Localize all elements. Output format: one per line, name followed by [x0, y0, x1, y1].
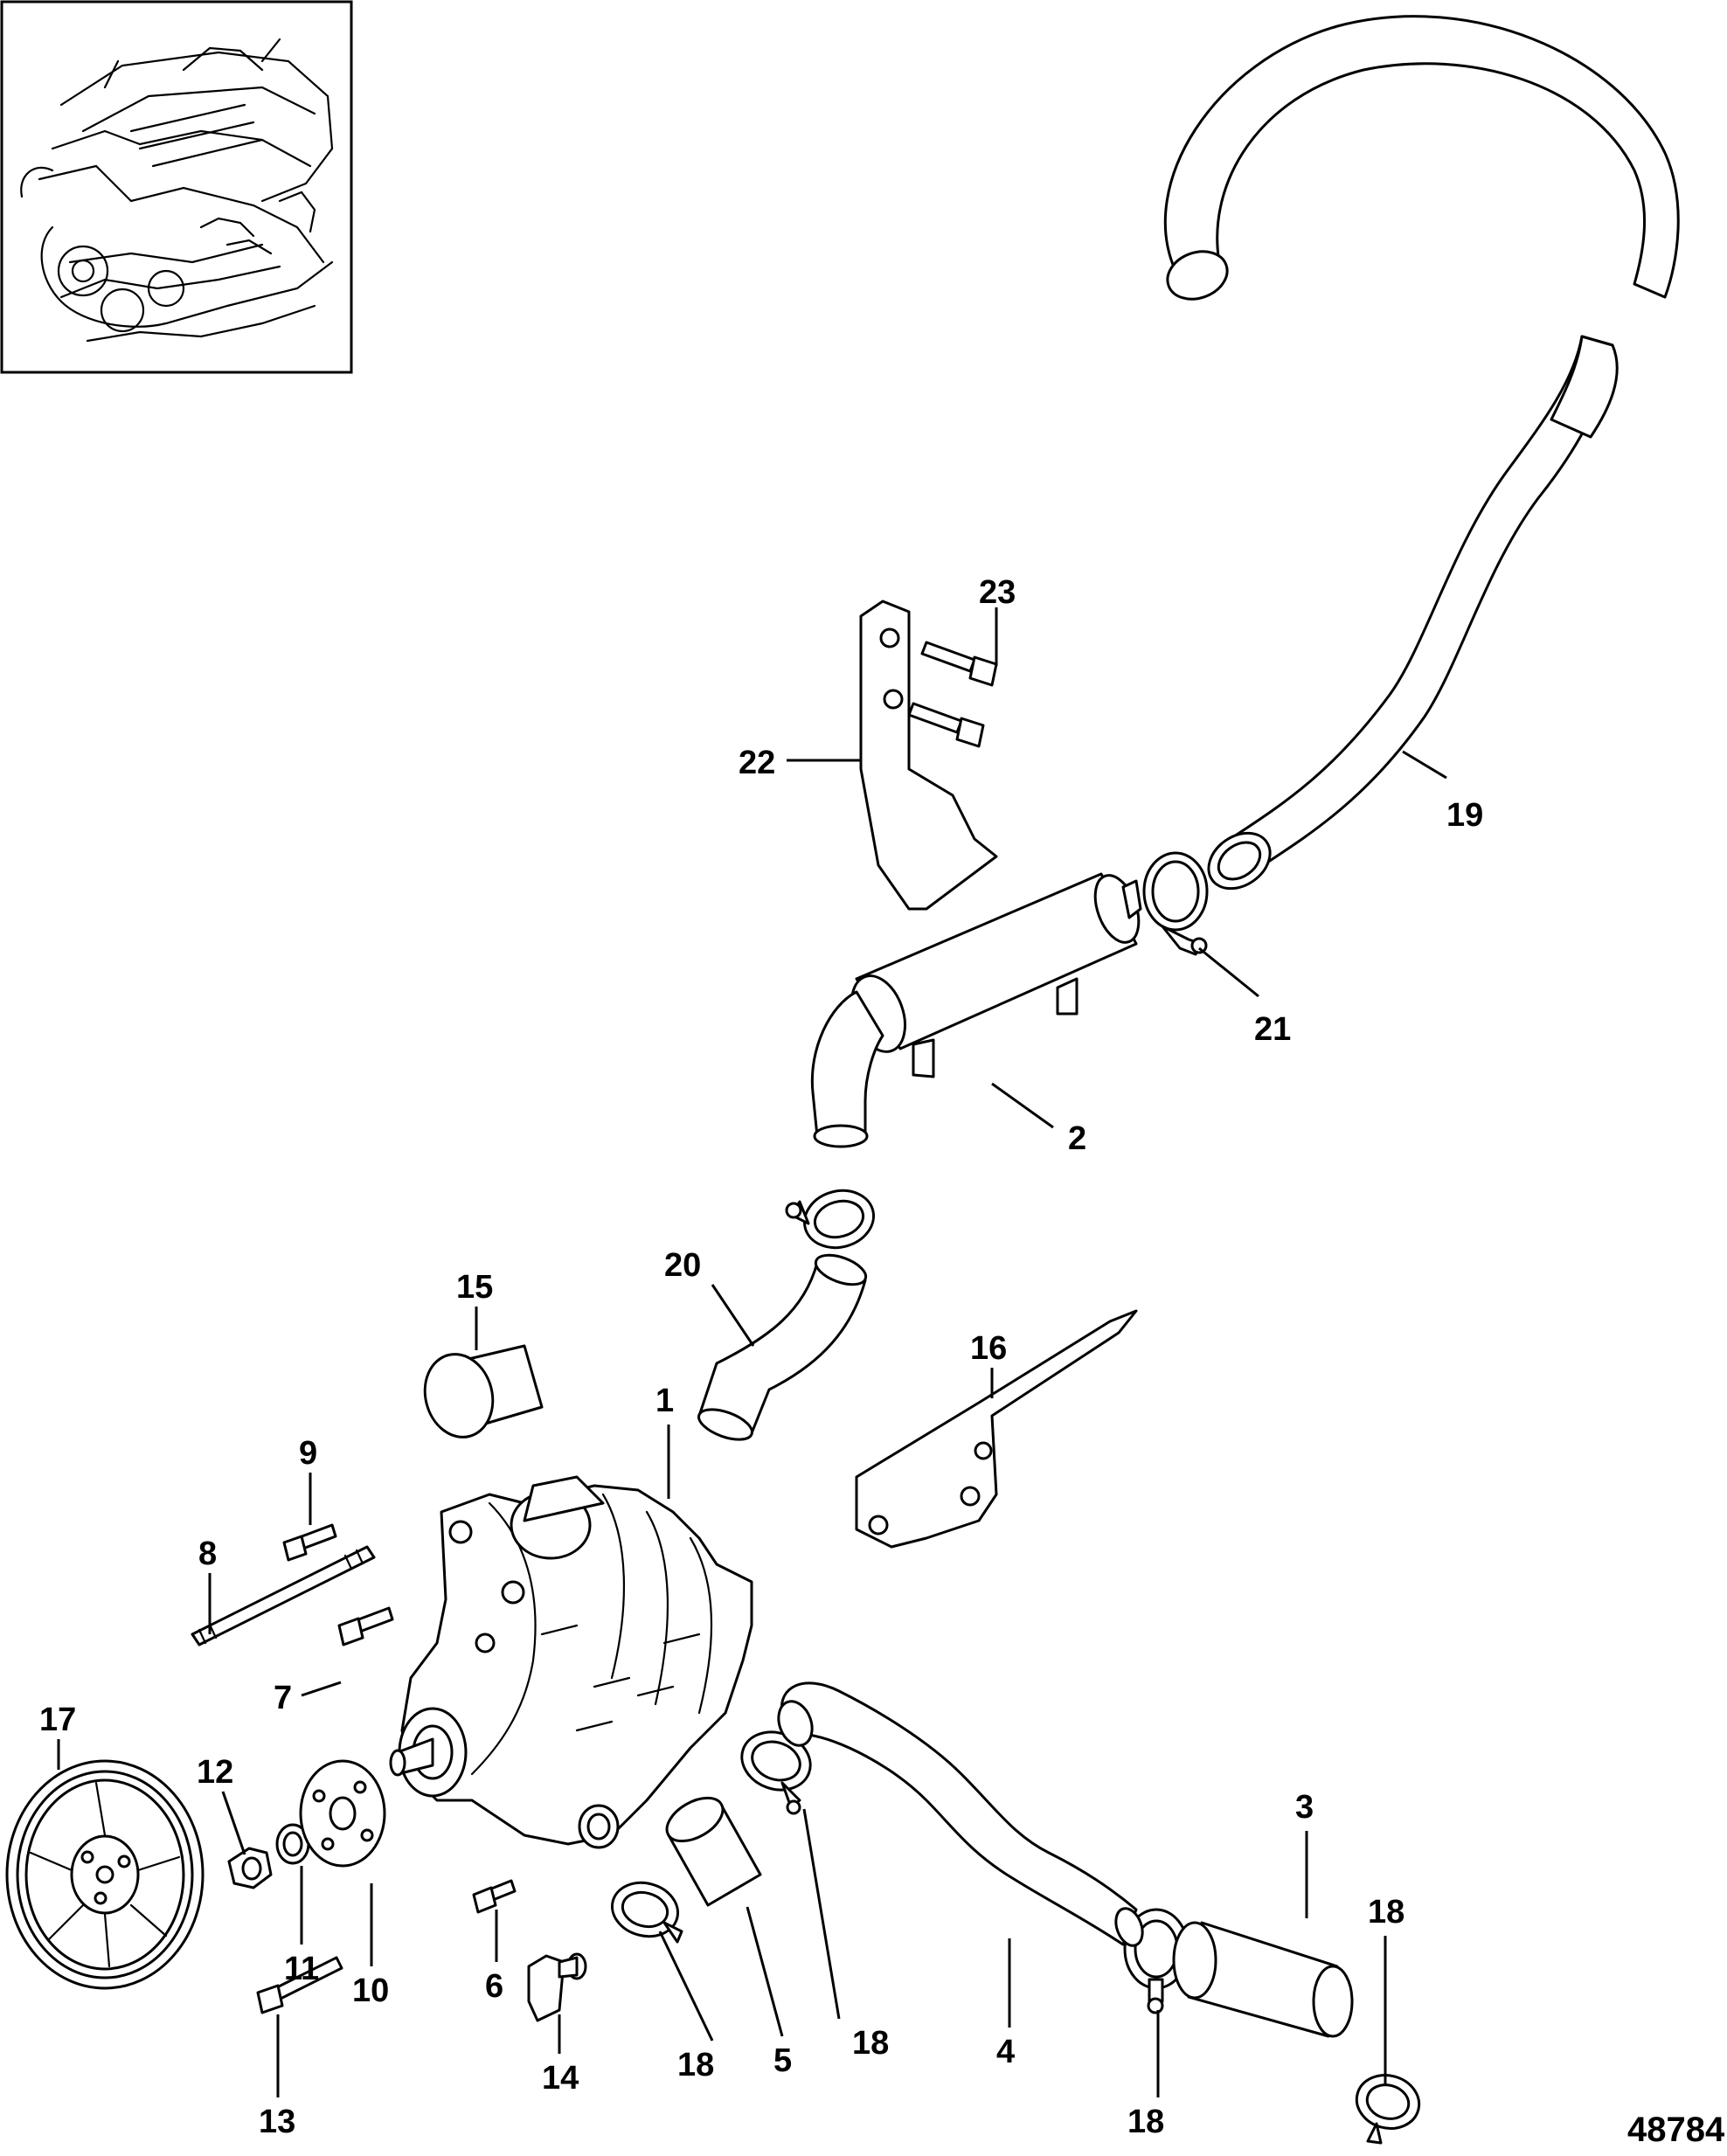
callout-3: 3 — [1295, 1789, 1314, 1826]
callout-19: 19 — [1446, 797, 1483, 834]
callout-14: 14 — [542, 2060, 579, 2097]
part-6-bolt — [472, 1879, 517, 1914]
part-3-sleeve — [1172, 1921, 1354, 2038]
part-14-drain-fitting — [527, 1952, 587, 2022]
callout-20: 20 — [664, 1247, 701, 1284]
callout-18-a: 18 — [677, 2047, 714, 2083]
part-12-nut — [227, 1847, 273, 1889]
callout-17: 17 — [39, 1702, 76, 1738]
part-8-stud — [191, 1545, 376, 1646]
part-20-upper-clamp — [785, 1189, 876, 1250]
callout-12: 12 — [197, 1754, 233, 1791]
part-15-cap — [423, 1344, 544, 1438]
callout-16: 16 — [970, 1330, 1007, 1367]
part-4-lower-hose — [777, 1681, 1144, 1947]
part-22-bracket — [859, 600, 998, 911]
callout-7: 7 — [274, 1680, 292, 1716]
callout-23: 23 — [979, 574, 1016, 611]
part-21-clamp — [1142, 851, 1209, 956]
callout-4: 4 — [996, 2034, 1015, 2070]
part-19-hose — [1163, 15, 1680, 891]
callout-labels: 1 2 3 4 5 6 7 8 9 10 11 12 13 14 15 16 1… — [39, 574, 1725, 2149]
callout-15: 15 — [456, 1269, 493, 1306]
callout-11: 11 — [284, 1951, 319, 1987]
callout-18-b: 18 — [852, 2025, 889, 2062]
part-18-clamp-d — [1355, 2074, 1421, 2145]
part-23-bolts — [907, 641, 998, 748]
part-2-cooler — [810, 872, 1142, 1148]
callout-18-d: 18 — [1368, 1894, 1404, 1931]
part-18-clamp-b — [740, 1730, 812, 1815]
part-18-clamp-a — [610, 1881, 683, 1944]
part-1-pump-body — [389, 1475, 753, 1849]
part-7-bolt — [337, 1606, 394, 1646]
callout-2: 2 — [1068, 1120, 1086, 1157]
callout-5: 5 — [773, 2042, 792, 2079]
part-13-bolt — [256, 1956, 343, 2014]
callout-1: 1 — [655, 1383, 674, 1419]
callout-21: 21 — [1254, 1011, 1291, 1048]
callout-6: 6 — [485, 1968, 503, 2005]
callout-13: 13 — [259, 2104, 295, 2140]
part-20-elbow-hose — [697, 1253, 868, 1441]
callout-22: 22 — [739, 745, 775, 781]
part-5-short-hose — [665, 1796, 762, 1907]
leader-lines — [57, 607, 1447, 2097]
callout-9: 9 — [299, 1435, 317, 1472]
engine-locator-thumbnail — [0, 0, 353, 374]
part-9-bolt — [282, 1523, 337, 1562]
callout-18-c: 18 — [1127, 2104, 1164, 2140]
part-16-bracket — [855, 1309, 1138, 1549]
part-10-hub — [299, 1759, 386, 1868]
part-17-pulley — [5, 1759, 205, 1990]
callout-8: 8 — [198, 1536, 217, 1572]
callout-10: 10 — [352, 1972, 389, 2009]
figure-number: 48784 — [1627, 2111, 1725, 2149]
